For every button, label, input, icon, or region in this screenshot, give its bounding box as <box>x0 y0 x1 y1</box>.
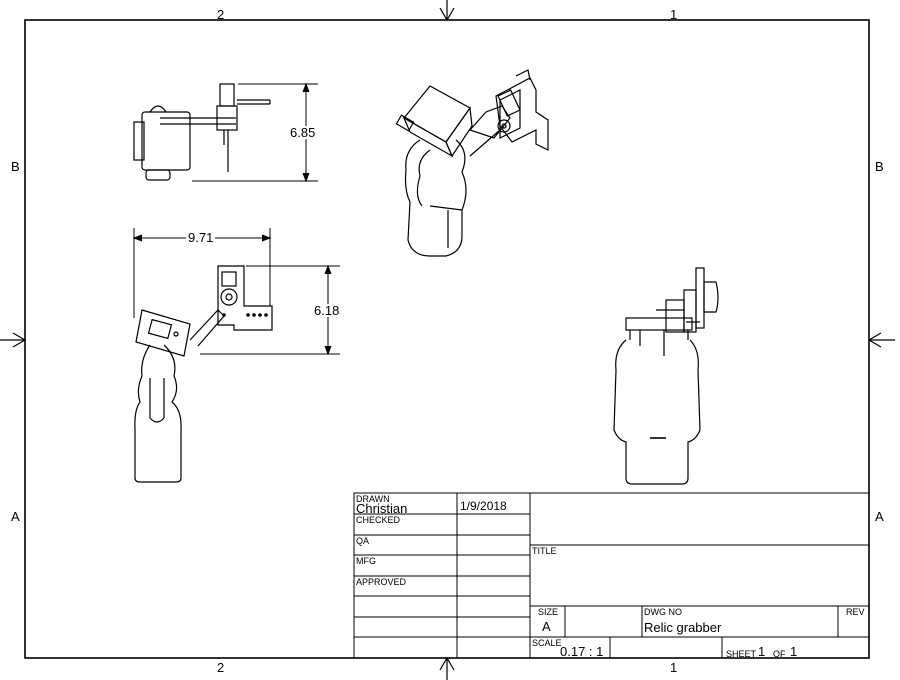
title-block <box>353 492 870 659</box>
sheet-total: 1 <box>790 644 798 659</box>
size-value: A <box>542 619 551 634</box>
sheet-label: SHEET <box>726 649 757 659</box>
isometric-view <box>395 69 549 257</box>
mfg-label: MFG <box>356 556 376 566</box>
center-mark-top <box>439 0 455 22</box>
drawn-label: DRAWN <box>356 494 390 504</box>
qa-label: QA <box>356 536 370 546</box>
approved-label: APPROVED <box>356 577 407 587</box>
scale-value: 0.17 : 1 <box>560 644 604 659</box>
drawn-date-value: 1/9/2018 <box>460 499 507 513</box>
top-view <box>133 83 271 181</box>
rev-label: REV <box>846 607 865 617</box>
zone-label-right-lower: A <box>875 509 884 524</box>
dimension-front-height <box>200 264 340 356</box>
front-view <box>134 265 273 483</box>
dimension-value-front-height: 6.18 <box>312 303 342 318</box>
checked-label: CHECKED <box>356 515 401 525</box>
zone-label-top-left: 2 <box>217 7 225 22</box>
dwg-no-value: Relic grabber <box>644 620 722 635</box>
title-label: TITLE <box>532 546 557 556</box>
zone-label-top-right: 1 <box>670 7 678 22</box>
zone-label-bottom-right: 1 <box>670 660 678 675</box>
dimension-value-front-width: 9.71 <box>186 230 216 245</box>
dwg-no-label: DWG NO <box>644 607 682 617</box>
zone-label-right-upper: B <box>875 159 884 174</box>
side-view <box>613 267 719 485</box>
sheet-number: 1 <box>758 644 766 659</box>
size-label: SIZE <box>538 607 559 617</box>
zone-label-left-upper: B <box>11 159 20 174</box>
dimension-value-top-height: 6.85 <box>288 125 318 140</box>
of-label: OF <box>773 649 786 659</box>
zone-label-left-lower: A <box>11 509 20 524</box>
center-mark-left <box>0 332 27 348</box>
zone-label-bottom-left: 2 <box>217 660 225 675</box>
center-mark-right <box>867 332 895 348</box>
scale-label: SCALE <box>532 638 562 648</box>
drawn-by-value: Christian <box>356 501 408 516</box>
sheet-border <box>24 19 870 659</box>
center-mark-bottom <box>439 656 455 680</box>
